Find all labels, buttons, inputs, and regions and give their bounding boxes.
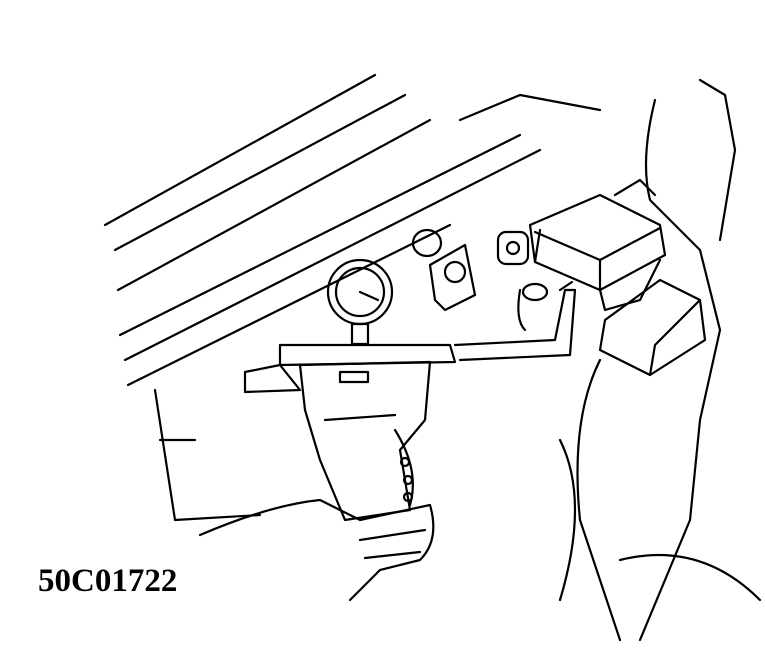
vacuum-gauge bbox=[326, 258, 394, 346]
vacuum-pump bbox=[243, 343, 457, 522]
figure-code: 50C01722 bbox=[38, 563, 178, 599]
bracket-and-grommet bbox=[411, 228, 549, 332]
vacuum-hose bbox=[453, 280, 577, 362]
engine-bay-right bbox=[558, 78, 762, 642]
hand bbox=[198, 498, 435, 602]
body-panel-lines bbox=[103, 73, 602, 522]
sensor-module bbox=[496, 178, 667, 312]
connector-plug bbox=[598, 278, 707, 377]
